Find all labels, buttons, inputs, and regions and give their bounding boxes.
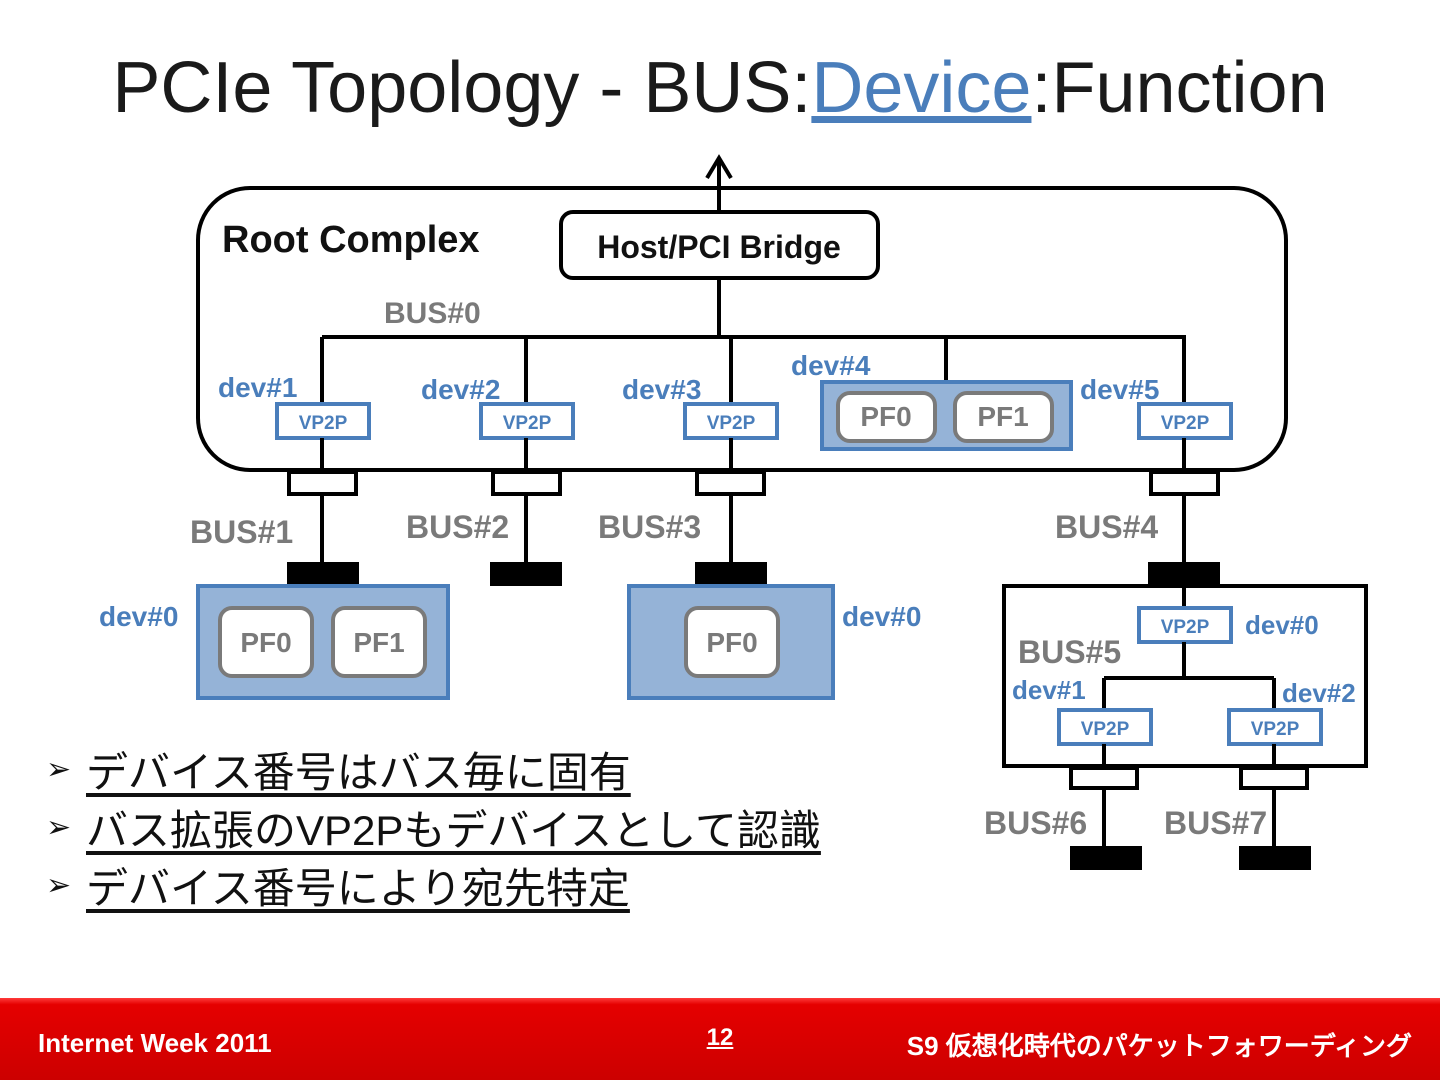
switch-dev0-label: dev#0	[1245, 610, 1319, 640]
bullet-item: ➢ デバイス番号により宛先特定	[46, 856, 821, 914]
dev5-label: dev#5	[1080, 374, 1159, 405]
slot-bus3	[695, 562, 767, 586]
vp2p-dev3: VP2P	[683, 402, 779, 440]
left-pf0-label: PF0	[240, 627, 291, 658]
slot-bus7	[1239, 846, 1311, 870]
slide-title: PCIe Topology - BUS:Device:Function	[0, 52, 1440, 124]
bullet-text: バス拡張のVP2Pもデバイスとして認識	[86, 806, 821, 854]
bus2-label: BUS#2	[406, 509, 509, 545]
dev2-label: dev#2	[421, 374, 500, 405]
footer-page-number: 12	[706, 1024, 734, 1051]
bullet-text: デバイス番号はバス毎に固有	[86, 748, 631, 796]
vp2p-dev2: VP2P	[479, 402, 575, 440]
bus7-label: BUS#7	[1164, 805, 1267, 841]
upstream-arrow-icon	[705, 154, 733, 180]
pcie-topology-diagram: Root Complex Host/PCI Bridge BUS#0 dev#1…	[99, 154, 1368, 870]
vp2p-dev2-label: VP2P	[503, 413, 552, 434]
bus0-label: BUS#0	[384, 297, 481, 330]
bullet-item: ➢ バス拡張のVP2Pもデバイスとして認識	[46, 798, 821, 856]
slot-bus2	[490, 562, 562, 586]
title-highlight: Device	[811, 48, 1032, 128]
slot-bus4	[1148, 562, 1220, 586]
bus5-label: BUS#5	[1018, 634, 1121, 670]
title-suffix: :Function	[1031, 48, 1328, 128]
bullet-item: ➢ デバイス番号はバス毎に固有	[46, 740, 821, 798]
root-complex-label: Root Complex	[222, 219, 480, 261]
bus4-label: BUS#4	[1055, 509, 1158, 545]
left-pf0	[218, 606, 314, 678]
switch-downlinks	[1069, 744, 1309, 848]
bus3-label: BUS#3	[598, 509, 701, 545]
vp2p-dev3-label: VP2P	[707, 413, 756, 434]
slot-bus1	[287, 562, 359, 586]
left-pf1-label: PF1	[353, 627, 404, 658]
vp2p-dev1-label: VP2P	[299, 413, 348, 434]
bullet-arrow-icon: ➢	[46, 868, 72, 902]
middle-endpoint-box	[627, 584, 835, 700]
switch-dev2-label: dev#2	[1282, 678, 1356, 708]
switch-vp2p-dev1-label: VP2P	[1081, 719, 1130, 740]
dev1-label: dev#1	[218, 372, 297, 403]
vp2p-dev5: VP2P	[1137, 402, 1233, 440]
dev3-label: dev#3	[622, 374, 701, 405]
bus1-label: BUS#1	[190, 514, 293, 550]
switch-dev1-label: dev#1	[1012, 675, 1086, 705]
dev4-pf0-label: PF0	[860, 401, 911, 432]
vp2p-dev5-label: VP2P	[1161, 413, 1210, 434]
dev4-pf0	[836, 391, 937, 443]
slot-bus6	[1070, 846, 1142, 870]
middle-dev0-label: dev#0	[842, 601, 921, 632]
bus6-label: BUS#6	[984, 805, 1087, 841]
footer-session: S9 仮想化時代のパケットフォワーディング	[906, 1031, 1412, 1061]
switch-vp2p-dev2-label: VP2P	[1251, 719, 1300, 740]
footer-bar: Internet Week 2011 12 S9 仮想化時代のパケットフォワーデ…	[0, 998, 1440, 1080]
footer-event: Internet Week 2011	[38, 1028, 272, 1058]
bullet-list: ➢ デバイス番号はバス毎に固有 ➢ バス拡張のVP2Pもデバイスとして認識 ➢ …	[46, 740, 821, 914]
bullet-text: デバイス番号により宛先特定	[86, 864, 630, 912]
dev4-pf1	[953, 391, 1054, 443]
bus5-lines	[1102, 642, 1276, 712]
dev4-label: dev#4	[791, 350, 871, 381]
bullet-arrow-icon: ➢	[46, 810, 72, 844]
middle-pf0-label: PF0	[706, 627, 757, 658]
left-pf1	[331, 606, 427, 678]
host-pci-bridge-label: Host/PCI Bridge	[597, 229, 841, 265]
dev4-pf1-label: PF1	[977, 401, 1028, 432]
bullet-arrow-icon: ➢	[46, 752, 72, 786]
left-dev0-label: dev#0	[99, 601, 178, 632]
vp2p-dev1: VP2P	[275, 402, 371, 440]
switch-upstream-vp2p-label: VP2P	[1161, 617, 1210, 638]
root-downlinks	[287, 438, 1220, 565]
middle-pf0	[684, 606, 780, 678]
title-prefix: PCIe Topology - BUS:	[112, 48, 812, 128]
